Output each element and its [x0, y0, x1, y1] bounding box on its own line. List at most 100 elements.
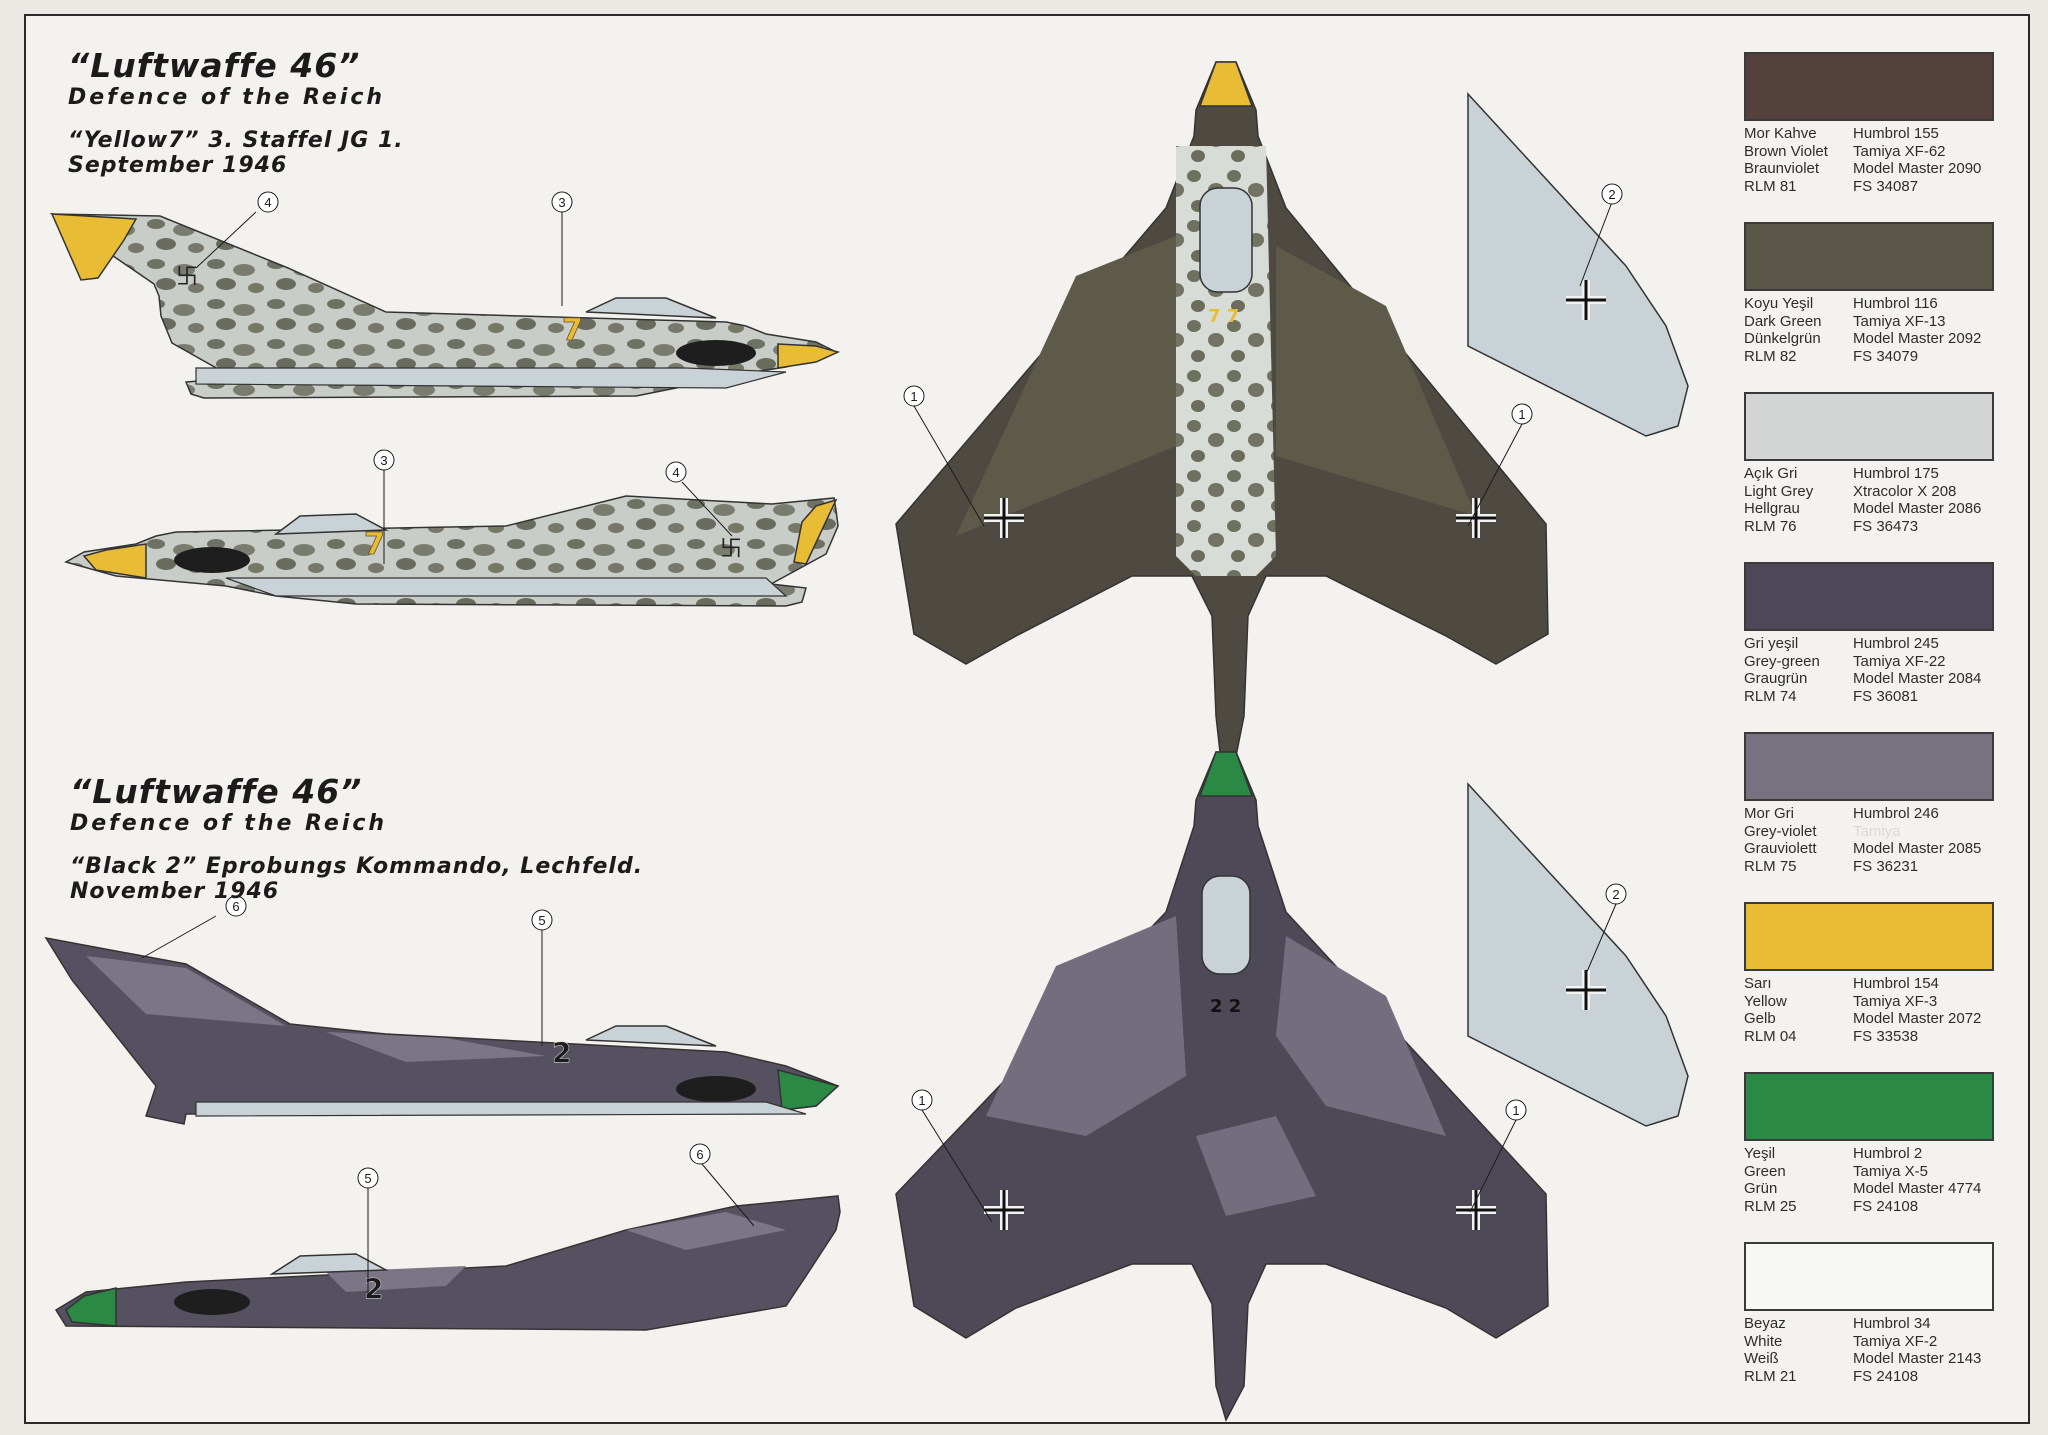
title-yellow7: “Luftwaffe 46”	[68, 46, 361, 85]
color-name: Braunviolet	[1744, 160, 1820, 177]
color-name: White	[1744, 1332, 1783, 1350]
paint-reference: Model Master 4774	[1853, 1180, 1982, 1197]
side-profile-yellow7-left: 7 卐	[49, 213, 841, 399]
color-chip	[1744, 52, 1994, 121]
unit-yellow7: “Yellow7” 3. Staffel JG 1.	[68, 128, 404, 153]
color-name: Grauviolett	[1744, 840, 1817, 857]
heading-yellow7: “Luftwaffe 46” Defence of the Reich “Yel…	[68, 46, 404, 178]
paint-reference: FS 24108	[1853, 1367, 1919, 1385]
color-name: Brown Violet	[1744, 142, 1828, 160]
top-code-lower: 2 2	[1210, 996, 1241, 1017]
paint-reference: FS 36473	[1853, 517, 1919, 535]
paint-reference: Model Master 2084	[1853, 670, 1982, 687]
paint-reference: Model Master 2086	[1853, 500, 1982, 517]
side-profile-black2-right: 2	[54, 1195, 841, 1331]
color-name: Dünkelgrün	[1744, 330, 1821, 347]
paint-reference: Humbrol 2	[1853, 1145, 1923, 1162]
paint-reference: Humbrol 175	[1853, 465, 1939, 482]
color-chip	[1744, 732, 1994, 801]
color-name: Light Grey	[1744, 482, 1814, 500]
callout-1-a: 1	[910, 389, 917, 404]
subtitle-black2: Defence of the Reich	[70, 811, 388, 836]
subtitle-yellow7: Defence of the Reich	[68, 85, 386, 110]
top-view-yellow7: 7 7	[895, 61, 1549, 807]
top-view-black2: 2 2	[895, 751, 1549, 1422]
paint-reference: Model Master 2090	[1853, 160, 1982, 177]
paint-reference: Tamiya XF-3	[1853, 992, 1938, 1010]
svg-text:卐: 卐	[720, 537, 742, 562]
paint-reference: Tamiya XF-22	[1853, 652, 1946, 670]
color-name: Graugrün	[1744, 670, 1808, 687]
color-chip	[1744, 392, 1994, 461]
color-name: RLM 04	[1744, 1027, 1797, 1045]
side-code-lower-right: 2	[364, 1272, 383, 1305]
color-name: Koyu Yeşil	[1744, 295, 1814, 312]
date-yellow7: September 1946	[68, 153, 288, 178]
profile-artwork: 7 卐 7 卐 7 7	[44, 61, 1689, 1422]
paint-reference: FS 36231	[1853, 857, 1919, 875]
color-name: Yellow	[1744, 992, 1787, 1010]
color-name: Açık Gri	[1744, 465, 1798, 482]
callout-2-a: 2	[1608, 187, 1615, 202]
heading-black2: “Luftwaffe 46” Defence of the Reich “Bla…	[70, 772, 643, 904]
color-name: Green	[1744, 1162, 1786, 1180]
callout-4-a: 4	[264, 195, 271, 210]
color-name: Grün	[1744, 1180, 1778, 1197]
color-name: Dark Green	[1744, 312, 1822, 330]
paint-reference: Model Master 2092	[1853, 330, 1982, 347]
side-profile-yellow7-right: 7 卐	[64, 495, 839, 607]
color-name: Grey-green	[1744, 652, 1820, 670]
paint-reference: Tamiya XF-62	[1853, 142, 1946, 160]
color-name: Mor Gri	[1744, 805, 1794, 822]
color-name: Sarı	[1744, 975, 1772, 992]
callout-6-a: 6	[232, 899, 239, 914]
color-name: RLM 21	[1744, 1367, 1797, 1385]
paint-reference: Model Master 2072	[1853, 1010, 1982, 1027]
color-name: RLM 82	[1744, 347, 1797, 365]
side-code-lower-left: 2	[552, 1036, 571, 1069]
top-code-upper: 7 7	[1208, 306, 1239, 327]
color-name: Weiß	[1744, 1350, 1779, 1367]
color-name: Mor Kahve	[1744, 125, 1817, 142]
color-chip	[1744, 1072, 1994, 1141]
wing-detail-upper	[1467, 92, 1689, 437]
paint-reference: Tamiya XF-13	[1853, 312, 1946, 330]
color-name: Gelb	[1744, 1010, 1776, 1027]
paint-reference: Humbrol 155	[1853, 125, 1939, 142]
title-black2: “Luftwaffe 46”	[70, 772, 363, 811]
color-name: RLM 76	[1744, 517, 1797, 535]
paint-reference: Humbrol 245	[1853, 635, 1939, 652]
paint-reference: FS 24108	[1853, 1197, 1919, 1215]
color-chip	[1744, 222, 1994, 291]
color-chip	[1744, 1242, 1994, 1311]
paint-reference: Model Master 2085	[1853, 840, 1982, 857]
callout-5-a: 5	[538, 913, 545, 928]
color-name: Yeşil	[1744, 1145, 1776, 1162]
color-chip	[1744, 902, 1994, 971]
svg-text:卐: 卐	[176, 265, 198, 290]
wing-detail-lower	[1467, 782, 1689, 1127]
callout-2-b: 2	[1612, 887, 1619, 902]
callout-1-b: 1	[1518, 407, 1525, 422]
paint-reference: FS 36081	[1853, 687, 1919, 705]
color-chip	[1744, 562, 1994, 631]
color-name: Grey-violet	[1744, 822, 1817, 840]
color-name: Gri yeşil	[1744, 635, 1799, 652]
callout-5-b: 5	[364, 1171, 371, 1186]
callout-markers	[141, 201, 1617, 1294]
paint-reference: Humbrol 34	[1853, 1315, 1931, 1332]
color-name: RLM 25	[1744, 1197, 1797, 1215]
side-profile-black2-left: 2	[44, 936, 840, 1125]
